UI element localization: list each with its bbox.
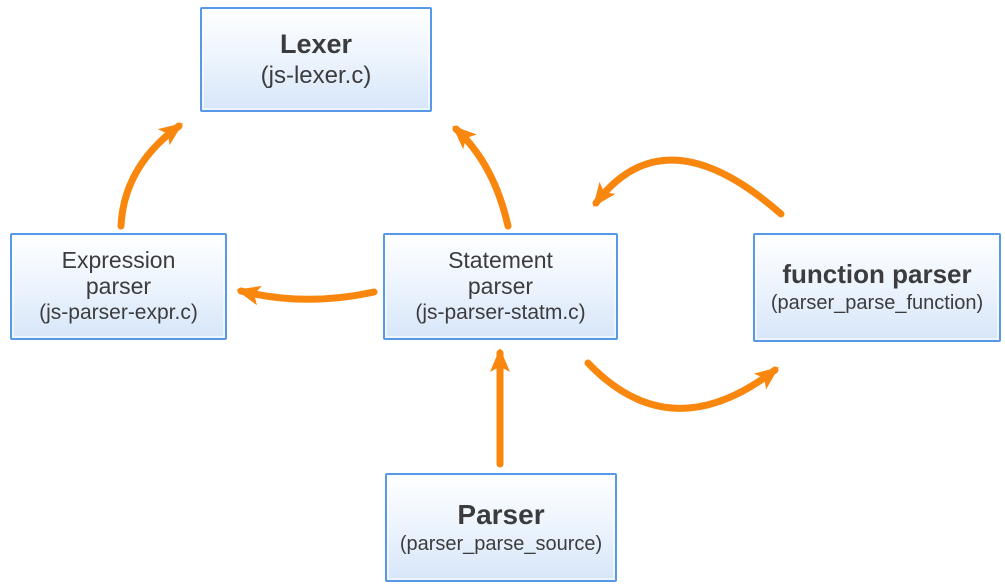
node-parser-title: Parser <box>457 498 545 530</box>
node-lexer-title: Lexer <box>279 29 353 60</box>
node-statement-parser: Statement parser (js-parser-statm.c) <box>383 233 618 340</box>
arrow-statement-parser-to-expression-parser <box>236 285 378 306</box>
node-function-parser-title: function parser <box>782 258 972 289</box>
arrow-function-parser-to-statement-parser <box>592 156 785 218</box>
arrow-statement-parser-to-lexer <box>452 125 512 230</box>
node-expression-parser-title: Expression parser <box>61 247 176 299</box>
node-lexer-subtitle: (js-lexer.c) <box>260 62 372 90</box>
node-expression-parser: Expression parser (js-parser-expr.c) <box>10 233 227 340</box>
arrow-statement-parser-to-function-parser <box>584 359 779 412</box>
node-statement-parser-subtitle: (js-parser-statm.c) <box>415 300 586 324</box>
node-lexer: Lexer (js-lexer.c) <box>200 7 432 112</box>
node-function-parser: function parser (parser_parse_function) <box>753 233 1001 342</box>
node-expression-parser-subtitle: (js-parser-expr.c) <box>39 300 198 324</box>
node-parser-subtitle: (parser_parse_source) <box>399 533 603 556</box>
arrow-expression-parser-to-lexer <box>117 122 184 230</box>
node-statement-parser-title: Statement parser <box>448 247 553 299</box>
node-function-parser-subtitle: (parser_parse_function) <box>770 292 984 315</box>
node-parser: Parser (parser_parse_source) <box>385 473 617 582</box>
